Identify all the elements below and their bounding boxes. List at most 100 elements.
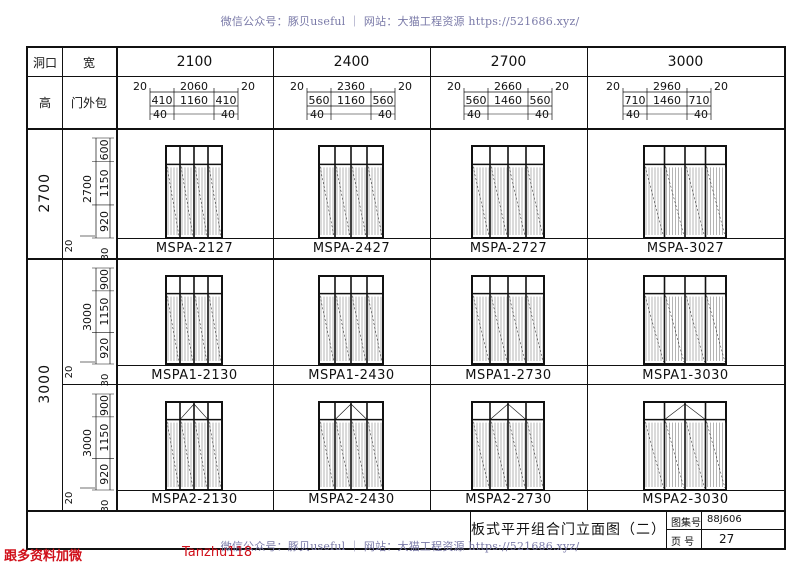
dim-mid: 1460 [494,94,522,107]
width-2700: 2700 [490,54,527,70]
dim-side: 20 [714,80,728,93]
door-label: MSPA2-2430 [308,492,395,507]
grid-line [587,48,588,510]
door-label: MSPA1-2730 [465,368,552,383]
dim-side: 20 [290,80,304,93]
door-swing-line [526,421,544,489]
transom-opener [489,403,509,420]
door-label: MSPA2-3030 [642,492,729,507]
door-swing-line [335,421,351,489]
grid-line [28,76,784,77]
dim-right: 710 [689,94,710,107]
dim-gap: 20 [64,240,75,253]
dim-insert: 40 [467,108,481,121]
door-swing-line [508,421,526,489]
dim-insert: 40 [694,108,708,121]
door-swing-line [208,421,222,489]
door-label: MSPA1-2430 [308,368,395,383]
dim-a: 600 [98,139,111,160]
title-cell: 板式平开组合门立面图（二） [470,510,666,548]
dim-top: 2060 [180,80,208,93]
door-swing-line [526,295,544,363]
door-swing-line [319,295,335,363]
footer-id-text: Tanzhu118 [182,545,253,560]
door-swing-line [194,295,208,363]
door-swing-line [472,166,490,237]
transom-opener [664,403,686,420]
grid-line [116,48,118,510]
door-swing-line [472,421,490,489]
dim-mid: 1460 [653,94,681,107]
door-label: MSPA2-2730 [465,492,552,507]
door-swing-line [166,295,180,363]
door-swing-line [685,166,705,237]
door-label: MSPA1-3030 [642,368,729,383]
dim-mid: 1160 [337,94,365,107]
dim-mid: 1160 [180,94,208,107]
dim-b: 1150 [98,298,111,326]
door-swing-line [685,421,705,489]
door-swing-line [526,166,544,237]
drawing-frame [26,46,786,550]
grid-line [28,128,784,130]
dim-a: 900 [98,269,111,290]
title-meta: 图集号 88J606 页 号 27 [666,510,785,548]
dim-total: 3000 [81,429,94,457]
door-elevation [318,145,384,239]
door-elevation [165,275,223,365]
door-swing-line [367,295,383,363]
door-swing-line [706,166,726,237]
door-swing-line [490,166,508,237]
dim-c: 920 [98,338,111,359]
door-swing-line [351,421,367,489]
dim-top: 2960 [653,80,681,93]
dim-total: 3000 [81,303,94,331]
door-swing-line [665,421,685,489]
door-swing-line [508,166,526,237]
door-swing-line [644,166,664,237]
grid-line [116,365,784,366]
door-swing-line [490,421,508,489]
door-elevation [318,275,384,365]
atlas-number: 88J606 [707,514,742,525]
door-elevation [643,401,727,491]
door-swing-line [166,421,180,489]
door-elevation [165,401,223,491]
header-opening: 洞口 [32,55,57,70]
dim-b: 1150 [98,424,111,452]
door-swing-line [706,295,726,363]
dim-insert: 40 [221,108,235,121]
dim-left: 560 [309,94,330,107]
door-swing-line [685,295,705,363]
door-elevation [471,275,545,365]
door-swing-line [319,421,335,489]
door-swing-line [508,295,526,363]
door-swing-line [490,295,508,363]
door-swing-line [351,295,367,363]
dim-insert: 40 [310,108,324,121]
width-3000: 3000 [667,54,704,70]
dim-bottom: 30 [100,500,111,513]
door-swing-line [208,295,222,363]
page-number: 27 [719,532,735,546]
grid-line [116,490,784,491]
door-swing-line [644,421,664,489]
door-swing-line [367,421,383,489]
door-swing-line [194,421,208,489]
door-label: MSPA-2427 [312,241,391,256]
door-label: MSPA-2727 [469,241,548,256]
transom-opener [507,403,527,420]
dim-c: 920 [98,211,111,232]
dim-side: 20 [241,80,255,93]
dim-bottom: 30 [100,248,111,261]
door-swing-line [180,295,194,363]
drawing-title: 板式平开组合门立面图（二） [471,522,666,538]
transom-opener [193,403,209,420]
dim-total: 2700 [81,175,94,203]
